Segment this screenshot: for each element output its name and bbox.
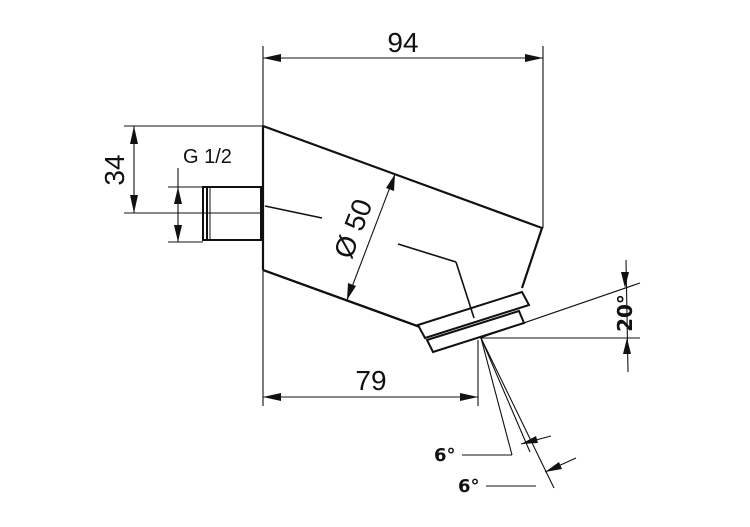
- body-bottom-edge: [262, 268, 421, 329]
- arrow-6deg-1: [521, 436, 538, 444]
- dim-tilt-angle: 20°: [479, 259, 641, 373]
- label-6deg-2: 6°: [458, 476, 480, 497]
- center-lines: [264, 205, 475, 319]
- dim-thread: G 1/2: [168, 146, 232, 243]
- label-34: 34: [99, 154, 130, 185]
- dim-overall-length: 94: [262, 27, 544, 228]
- arrow-79-left: [263, 393, 281, 401]
- arrow-6deg-2: [545, 462, 562, 472]
- spray-line-3: [480, 337, 555, 489]
- arrow-dia-top: [386, 174, 395, 191]
- dim-outlet-length: 79: [262, 270, 479, 406]
- arrow-thread-top: [174, 187, 182, 204]
- outlet-nozzle: [416, 290, 531, 354]
- label-dia-50: Ø 50: [328, 195, 379, 263]
- arrow-79-right: [460, 393, 478, 401]
- arrow-angle-top: [621, 272, 629, 288]
- spray-line-2: [480, 337, 531, 453]
- label-94: 94: [387, 27, 418, 58]
- dim-line-50: [346, 173, 396, 301]
- label-20deg: 20°: [613, 294, 637, 332]
- arrow-bottom: [130, 195, 138, 213]
- axis-segment-1: [264, 205, 323, 219]
- shower-head-body: [261, 124, 544, 329]
- dim-diameter: Ø 50: [328, 173, 396, 301]
- angle-ref-tilted: [479, 282, 641, 339]
- arrow-dia-bottom: [347, 283, 356, 300]
- arrow-thread-bottom: [174, 225, 182, 242]
- label-6deg-1: 6°: [434, 445, 456, 466]
- label-79: 79: [355, 365, 386, 396]
- axis-segment-2: [397, 243, 457, 263]
- body-outline: [262, 124, 544, 329]
- arrow-right: [525, 54, 543, 62]
- label-g12: G 1/2: [183, 146, 232, 168]
- arrow-top: [130, 126, 138, 144]
- dim-height: 34: [99, 125, 263, 214]
- spray-line-1: [480, 337, 513, 456]
- arrow-left: [263, 54, 281, 62]
- axis-segment-3: [455, 261, 475, 319]
- spray-cone: 6° 6°: [434, 337, 577, 497]
- arrow-angle-bottom: [623, 338, 631, 354]
